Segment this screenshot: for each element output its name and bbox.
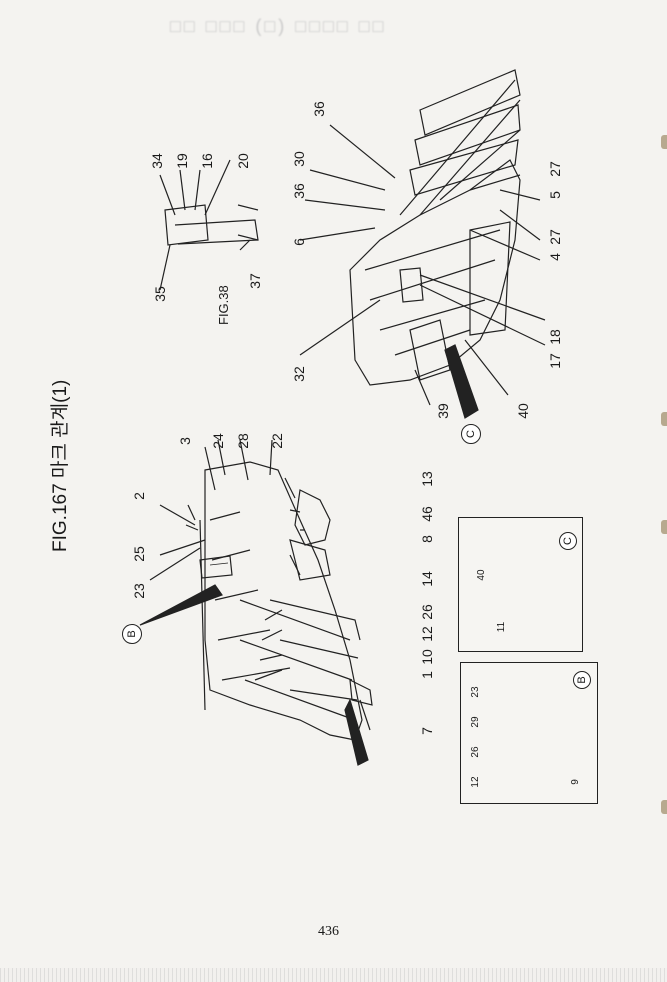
- callout-3: 3: [177, 437, 193, 445]
- callout-27-lower: 27: [547, 229, 563, 245]
- callout-18: 18: [547, 329, 563, 345]
- callout-inset-c-11: 11: [496, 621, 507, 633]
- callout-28: 28: [235, 433, 251, 449]
- callout-5: 5: [547, 191, 563, 199]
- callout-23: 23: [131, 583, 147, 599]
- callout-16: 16: [199, 153, 215, 169]
- binding-hole-mark: [661, 135, 667, 149]
- callout-27-upper: 27: [547, 161, 563, 177]
- callout-35: 35: [152, 286, 168, 302]
- callout-30: 30: [291, 151, 307, 167]
- callout-34: 34: [149, 153, 165, 169]
- callout-39: 39: [435, 403, 451, 419]
- callout-36: 36: [291, 183, 307, 199]
- callout-inset-b-26: 26: [470, 746, 481, 758]
- callout-6: 6: [291, 238, 307, 246]
- callout-36-top: 36: [311, 101, 327, 117]
- callout-7: 7: [419, 727, 435, 735]
- callout-37: 37: [247, 273, 263, 289]
- callout-inset-b-29: 29: [470, 716, 481, 728]
- binding-hole-mark: [661, 520, 667, 534]
- page-number: 436: [318, 924, 339, 939]
- callout-20: 20: [235, 153, 251, 169]
- inset-b-badge: B: [573, 671, 591, 689]
- callout-1: 1: [419, 671, 435, 679]
- binding-hole-mark: [661, 800, 667, 814]
- scan-edge-noise: [0, 968, 667, 982]
- callout-inset-c-40: 40: [476, 569, 487, 581]
- callout-8: 8: [419, 535, 435, 543]
- callout-inset-b-23: 23: [470, 686, 481, 698]
- callout-19: 19: [174, 153, 190, 169]
- callout-22: 22: [269, 433, 285, 449]
- inset-detail-b: 12 26 29 23 9 B: [460, 662, 598, 804]
- faded-header-text: □□ □□□ (□) □□□□ □□: [170, 16, 387, 36]
- inset-c-badge: C: [559, 532, 577, 550]
- detail-b-badge: B: [122, 624, 142, 644]
- callout-40: 40: [515, 403, 531, 419]
- callout-14: 14: [419, 571, 435, 587]
- callout-32: 32: [291, 366, 307, 382]
- detail-c-badge: C: [461, 424, 481, 444]
- callout-2: 2: [131, 492, 147, 500]
- binding-hole-mark: [661, 412, 667, 426]
- callout-24: 24: [210, 433, 226, 449]
- callout-inset-b-12: 12: [470, 776, 481, 788]
- callout-inset-b-9: 9: [570, 779, 581, 785]
- inset-detail-c: 40 11 C: [458, 517, 583, 652]
- callout-13: 13: [419, 471, 435, 487]
- callout-25: 25: [131, 546, 147, 562]
